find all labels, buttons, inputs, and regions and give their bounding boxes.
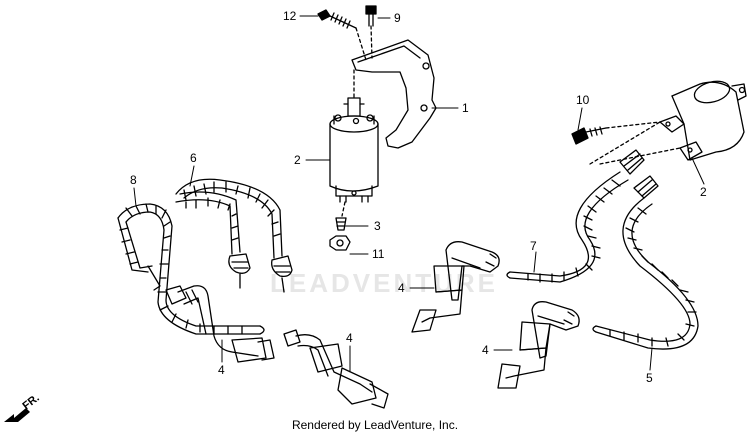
ignition-coil-center bbox=[329, 97, 379, 203]
plug-cap-right-lower bbox=[497, 301, 580, 389]
callout-10: 10 bbox=[576, 93, 590, 107]
callout-6: 6 bbox=[190, 151, 197, 165]
callout-1: 1 bbox=[462, 101, 469, 115]
plug-cable-5 bbox=[592, 197, 699, 350]
leader-line-5 bbox=[649, 347, 653, 371]
callout-11: 11 bbox=[372, 247, 385, 261]
footer-credit: Rendered by LeadVenture, Inc. bbox=[291, 418, 459, 432]
leader-line-2b bbox=[691, 157, 705, 185]
leader-line-10 bbox=[577, 107, 583, 131]
callout-2-center: 2 bbox=[294, 153, 301, 167]
leader-line-7 bbox=[533, 251, 537, 273]
ignition-coil-right bbox=[659, 80, 747, 161]
callout-5: 5 bbox=[646, 371, 653, 385]
plug-cap-right-upper bbox=[411, 241, 500, 333]
bolt-12 bbox=[317, 9, 357, 29]
ignition-coil-bracket bbox=[351, 39, 437, 149]
leader-line-6 bbox=[189, 165, 195, 187]
callout-7: 7 bbox=[530, 239, 537, 253]
arrow-icon bbox=[4, 408, 30, 422]
plug-cable-8 bbox=[117, 203, 265, 335]
callout-9: 9 bbox=[394, 11, 401, 25]
cable-boot-right-lower bbox=[633, 175, 659, 199]
bolt-10 bbox=[571, 126, 607, 145]
plug-cable-7 bbox=[506, 171, 629, 283]
screw-3 bbox=[335, 217, 347, 231]
leader-line-8 bbox=[133, 187, 137, 207]
cable-boot-right-upper bbox=[619, 149, 645, 175]
plug-cable-6 bbox=[175, 178, 293, 293]
callout-2-right: 2 bbox=[700, 185, 707, 199]
callout-4-left-upper: 4 bbox=[218, 363, 225, 377]
bolt-9 bbox=[365, 5, 377, 27]
plug-cap-left-upper bbox=[165, 285, 275, 363]
direction-label: FR. bbox=[20, 392, 41, 412]
nut-11 bbox=[329, 235, 351, 251]
callout-4-left-lower: 4 bbox=[346, 331, 353, 345]
callout-12: 12 bbox=[283, 9, 297, 23]
callout-3: 3 bbox=[374, 219, 381, 233]
plug-cap-left-lower bbox=[283, 329, 389, 409]
watermark: LEADVENTURE bbox=[270, 268, 498, 298]
callout-4-right-lower: 4 bbox=[482, 343, 489, 357]
callout-8: 8 bbox=[130, 173, 137, 187]
callout-4-right-upper: 4 bbox=[398, 281, 405, 295]
